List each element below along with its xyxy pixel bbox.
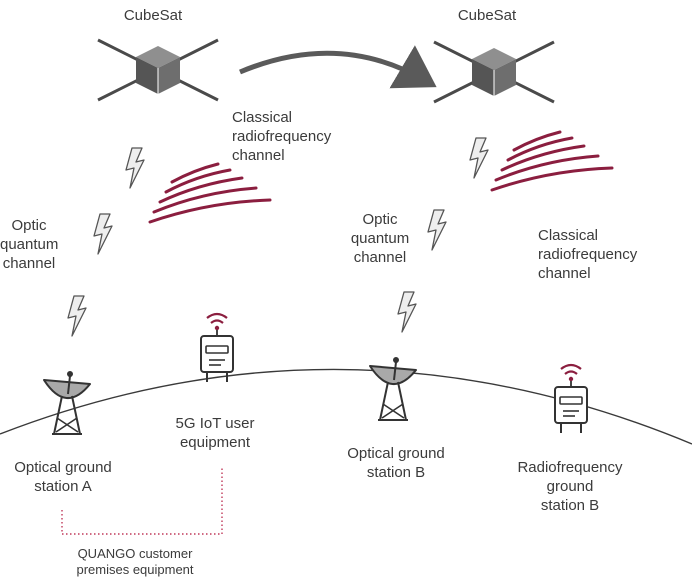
iot-user-label: 5G IoT user equipment [175, 415, 255, 451]
orbit-arrow-icon [239, 45, 437, 89]
rf-channel-right-label: Classical radiofrequency channel [538, 227, 638, 282]
rf-channel-left-label: Classical radiofrequency channel [232, 109, 332, 164]
cubesat-left-label: CubeSat [123, 7, 183, 24]
lightning-link-icon [125, 147, 145, 189]
lightning-link-icon [469, 137, 489, 179]
lightning-link-icon [427, 209, 447, 251]
quango-cpe-label: QUANGO customer premises equipment [76, 546, 194, 577]
lightning-link-icon [93, 213, 113, 255]
optic-channel-left-label: Optic quantum channel [0, 217, 59, 272]
cubesat-icon [432, 40, 556, 104]
cubesat-icon [96, 38, 220, 102]
rf-wave-icon [148, 162, 272, 224]
earth-horizon-curve [0, 368, 692, 445]
lightning-link-icon [397, 291, 417, 333]
5g-device-icon [199, 312, 235, 384]
optic-channel-right-label: Optic quantum channel [350, 211, 410, 266]
cubesat-right-label: CubeSat [457, 7, 517, 24]
satellite-dish-icon [369, 356, 417, 421]
rf-wave-icon [490, 130, 614, 192]
rf-ground-b-label: Radiofrequency ground station B [517, 459, 623, 514]
satellite-dish-icon [43, 370, 91, 435]
lightning-link-icon [67, 295, 87, 337]
ogs-b-label: Optical ground station B [347, 445, 445, 481]
customer-premises-bracket [61, 468, 223, 535]
ogs-a-label: Optical ground station A [14, 459, 112, 495]
5g-device-icon [553, 363, 589, 435]
